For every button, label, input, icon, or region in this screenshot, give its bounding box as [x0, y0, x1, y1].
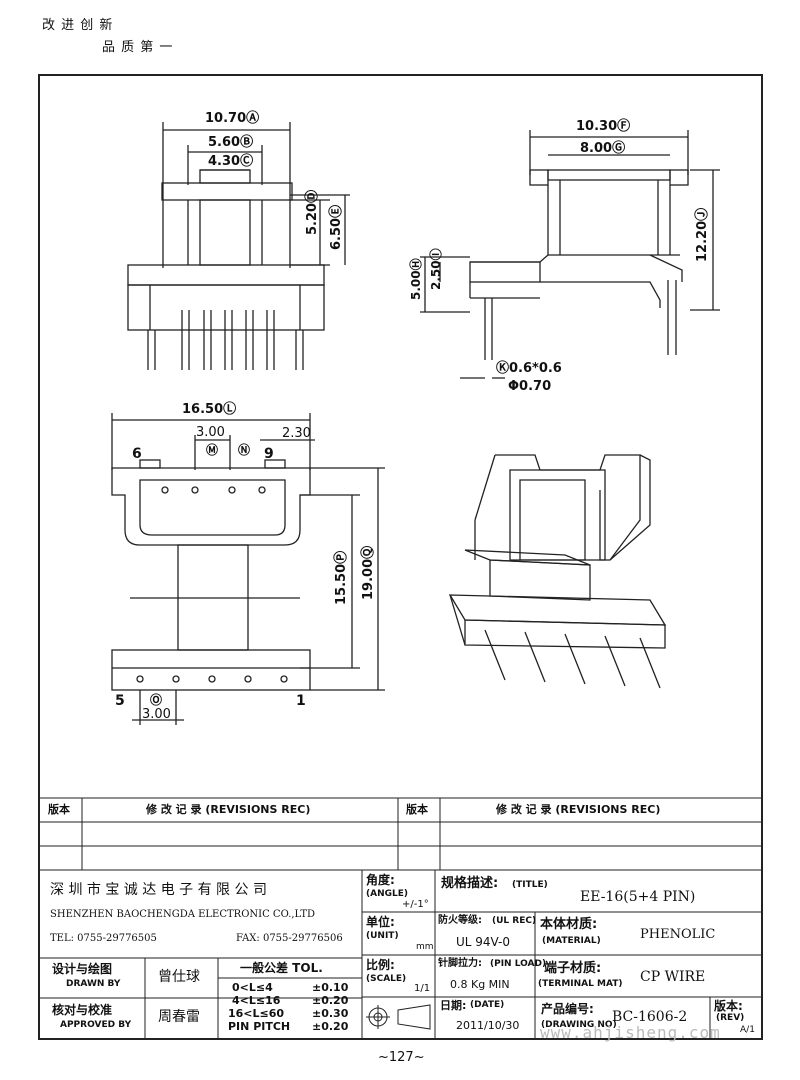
material-label-en: (MATERIAL) — [542, 936, 601, 946]
dim-a: 10.70Ⓐ — [205, 111, 260, 126]
angle-value: +/-1° — [402, 899, 429, 910]
pinload-label-cn: 针脚拉力: — [438, 958, 482, 969]
pin-label-9: 9 — [264, 446, 274, 462]
dim-2-30: 2.30 — [282, 426, 311, 441]
tol-range-4: PIN PITCH — [228, 1020, 291, 1033]
rev-col-record: 修 改 记 录 (REVISIONS REC) — [146, 803, 311, 816]
dim-n-marker: Ⓝ — [238, 443, 251, 457]
approved-label-en: APPROVED BY — [60, 1020, 132, 1030]
drawing-value: BC-1606-2 — [612, 1009, 688, 1025]
terminal-label-cn: 端子材质: — [544, 961, 602, 976]
pin-label-1: 1 — [296, 693, 306, 709]
dim-o: 3.00 — [142, 707, 171, 722]
dim-d: 5.20Ⓓ — [305, 189, 320, 235]
dim-l: 16.50Ⓛ — [182, 402, 237, 417]
unit-value: mm — [416, 942, 434, 952]
title-label-en: (TITLE) — [512, 880, 548, 890]
page-number: ~127~ — [378, 1050, 425, 1065]
tol-value-2: ±0.20 — [312, 994, 349, 1007]
ul-value: UL 94V-0 — [456, 935, 511, 949]
unit-label-cn: 单位: — [366, 915, 395, 929]
rev-col-version: 版本 — [48, 803, 70, 816]
dim-q: 19.00Ⓠ — [361, 545, 376, 600]
scale-label-cn: 比例: — [366, 958, 395, 972]
pin-label-5: 5 — [115, 693, 125, 709]
company-name-cn: 深 圳 市 宝 诚 达 电 子 有 限 公 司 — [50, 882, 267, 898]
rev-col-record-2: 修 改 记 录 (REVISIONS REC) — [496, 803, 661, 816]
rev-col-version-2: 版本 — [406, 803, 428, 816]
drawing-frame — [38, 74, 763, 1040]
title-label-cn: 规格描述: — [441, 876, 499, 891]
side-view — [420, 130, 720, 379]
dim-b: 5.60Ⓑ — [208, 135, 254, 150]
dim-e: 6.50Ⓔ — [329, 204, 344, 250]
rev-value: A/1 — [740, 1025, 755, 1035]
drawing-label-en: (DRAWING NO) — [541, 1020, 617, 1030]
ul-label-en: (UL REC) — [492, 916, 537, 926]
drawn-name: 曾仕球 — [158, 969, 200, 985]
tol-value-3: ±0.30 — [312, 1007, 349, 1020]
company-name-en: SHENZHEN BAOCHENGDA ELECTRONIC CO.,LTD — [50, 909, 316, 920]
terminal-label-en: (TERMINAL MAT) — [538, 979, 623, 989]
unit-label-en: (UNIT) — [366, 931, 399, 941]
bottom-view — [111, 413, 385, 725]
front-view — [127, 122, 350, 370]
dim-pin-diameter: Φ0.70 — [508, 379, 552, 394]
tolerance-title: 一般公差 TOL. — [240, 961, 323, 975]
pinload-label-en: (PIN LOAD) — [490, 959, 547, 969]
scale-label-en: (SCALE) — [366, 974, 407, 984]
company-tel: TEL: 0755-29776505 — [50, 933, 157, 944]
rev-label-cn: 版本: — [714, 999, 743, 1013]
approved-label-cn: 核对与校准 — [52, 1003, 113, 1017]
tol-value-1: ±0.10 — [312, 981, 349, 994]
drawn-label-cn: 设计与绘图 — [52, 962, 113, 976]
dim-f: 10.30Ⓕ — [576, 119, 631, 134]
dim-h: 5.00Ⓗ — [409, 258, 423, 300]
dim-o-marker: Ⓞ — [150, 693, 163, 707]
pin-label-6: 6 — [132, 446, 142, 462]
drawn-label-en: DRAWN BY — [66, 979, 121, 989]
pinload-value: 0.8 Kg MIN — [450, 978, 510, 991]
dim-m-marker: Ⓜ — [206, 443, 219, 457]
rev-label-en: (REV) — [716, 1013, 745, 1023]
dim-m: 3.00 — [196, 425, 225, 440]
tol-range-1: 0<L≤4 — [232, 981, 273, 994]
dim-j: 12.20Ⓙ — [695, 207, 710, 262]
dim-g: 8.00Ⓖ — [580, 141, 626, 156]
title-block-grid — [40, 797, 762, 1038]
tol-range-3: 16<L≤60 — [228, 1007, 285, 1020]
scale-value: 1/1 — [414, 983, 431, 994]
isometric-view — [448, 454, 667, 689]
tol-range-2: 4<L≤16 — [232, 994, 281, 1007]
dim-c: 4.30Ⓒ — [208, 154, 254, 169]
company-fax: FAX: 0755-29776506 — [236, 933, 343, 944]
slogan-line-1: 改 进 创 新 — [42, 18, 114, 33]
angle-label-en: (ANGLE) — [366, 889, 408, 899]
tol-value-4: ±0.20 — [312, 1020, 349, 1033]
terminal-value: CP WIRE — [640, 969, 706, 985]
dim-p: 15.50Ⓟ — [334, 550, 349, 605]
material-label-cn: 本体材质: — [540, 917, 598, 932]
date-label-cn: 日期: — [440, 999, 467, 1012]
dim-i: 2.50Ⓘ — [429, 248, 443, 290]
approved-name: 周春雷 — [158, 1009, 200, 1025]
dim-k: Ⓚ0.6*0.6 — [496, 361, 562, 376]
date-label-en: (DATE) — [470, 1000, 505, 1010]
angle-label-cn: 角度: — [366, 873, 395, 887]
material-value: PHENOLIC — [640, 927, 716, 942]
ul-label-cn: 防火等级: — [438, 915, 482, 926]
slogan-line-2: 品 质 第 一 — [102, 40, 174, 55]
date-value: 2011/10/30 — [456, 1019, 520, 1032]
drawing-label-cn: 产品编号: — [541, 1002, 594, 1016]
title-value: EE-16(5+4 PIN) — [580, 889, 696, 905]
watermark: www.ahjisheng.com — [540, 1023, 721, 1042]
